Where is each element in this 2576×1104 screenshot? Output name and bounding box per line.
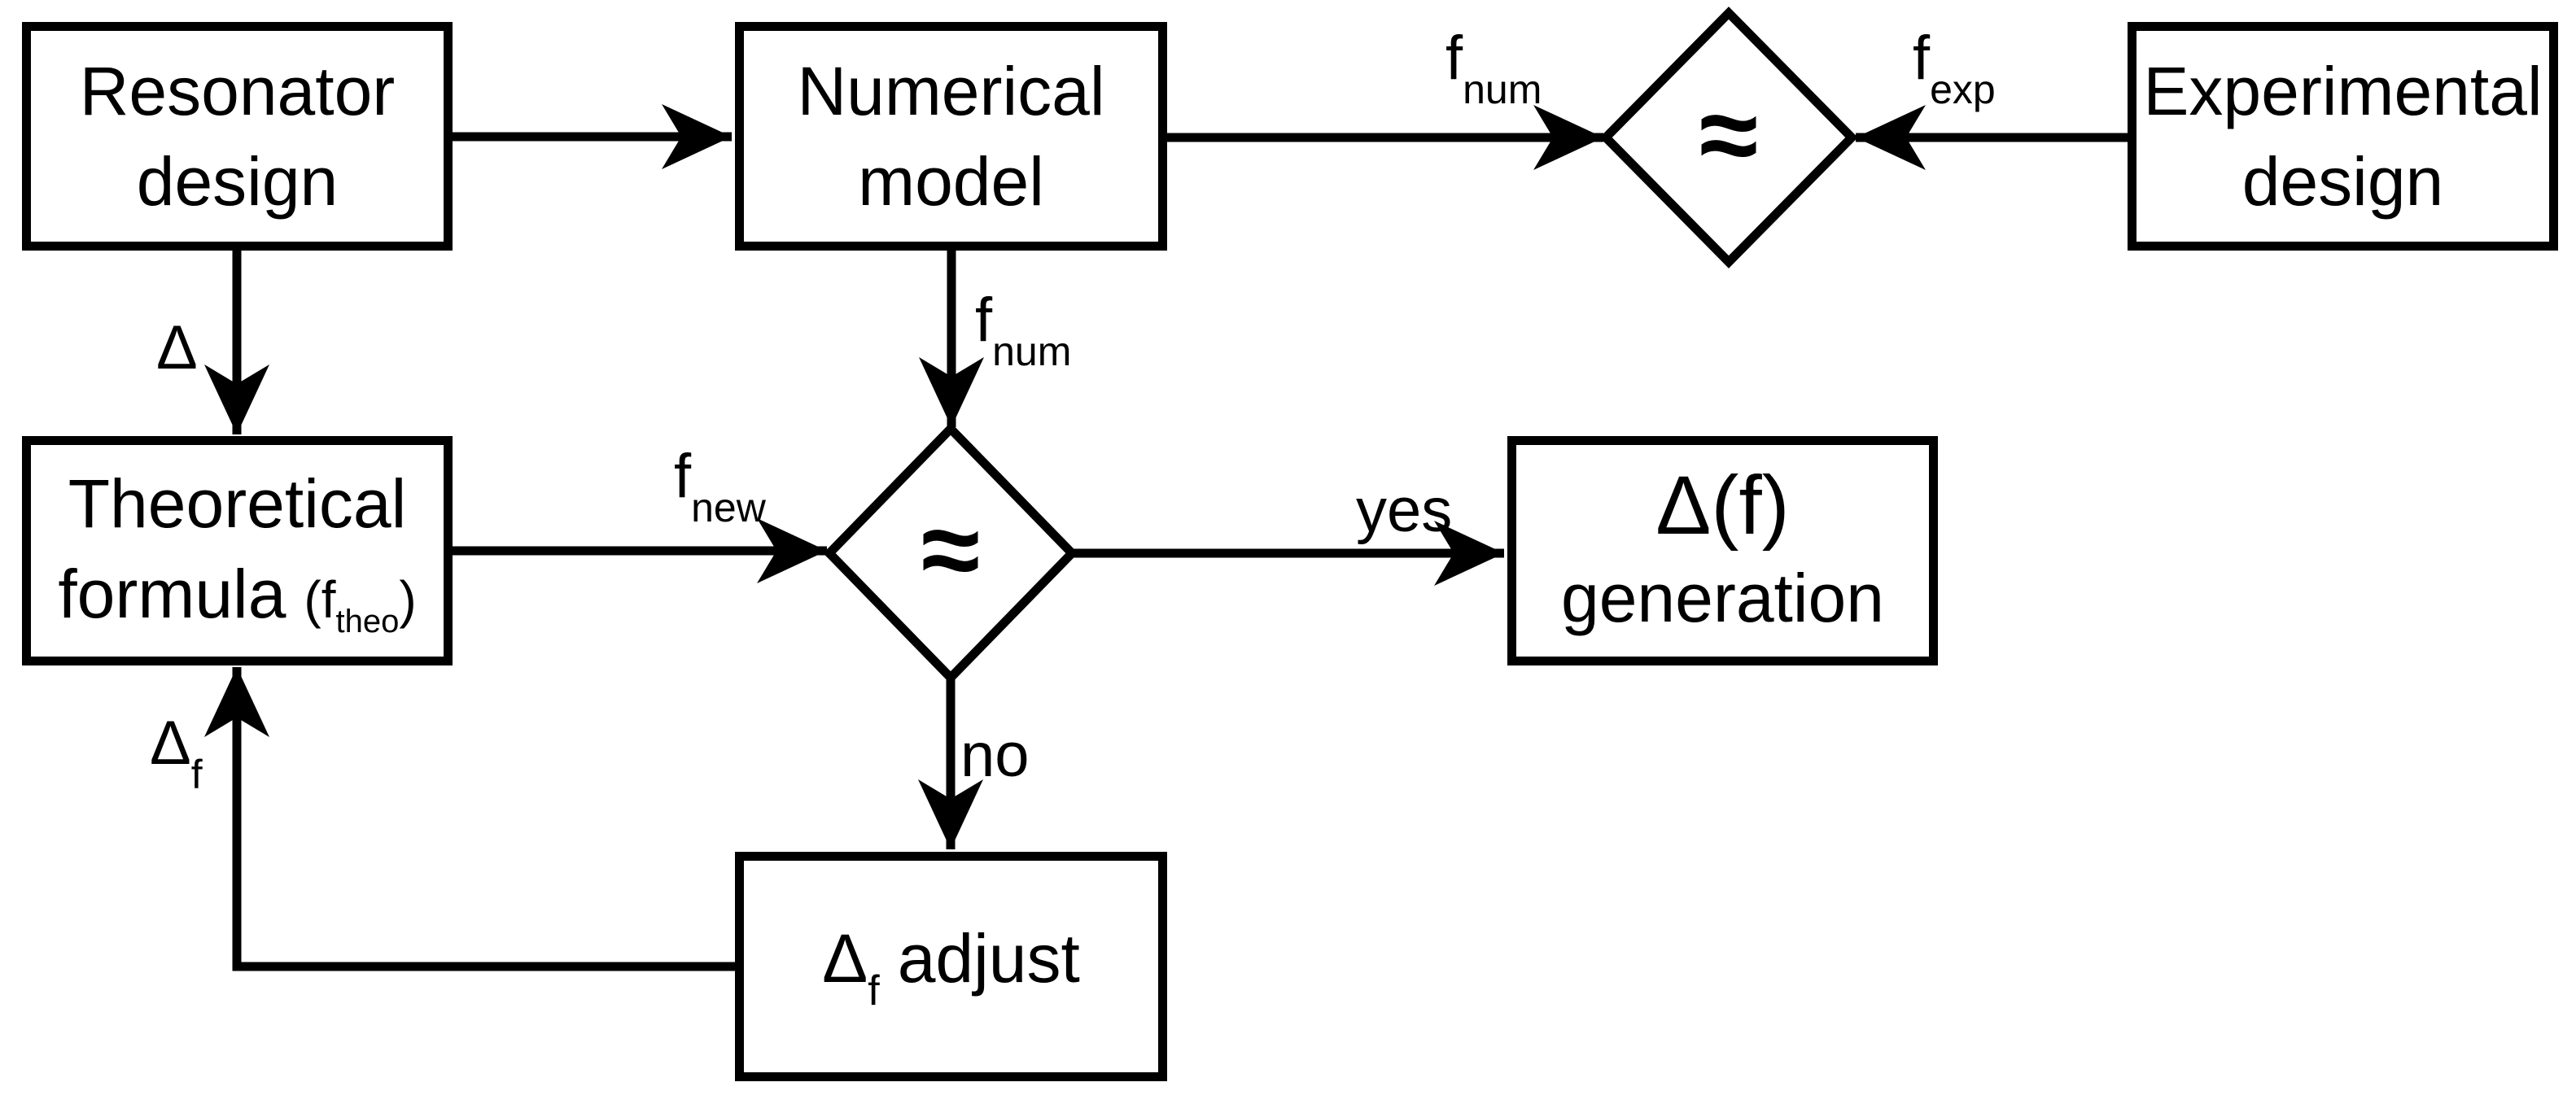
decision-diamond-new-vs-num bbox=[823, 422, 1078, 684]
approx-symbol-num-vs-exp: ≈ bbox=[1699, 74, 1759, 194]
f-exp-sub: exp bbox=[1930, 67, 1996, 112]
edge-label-delta: Δ bbox=[156, 313, 198, 382]
ftheo-paren-open: (f bbox=[304, 569, 336, 629]
edge-label-no: no bbox=[960, 721, 1030, 790]
node-resonator-line2: design bbox=[136, 142, 339, 220]
f-new-sub: new bbox=[691, 485, 766, 530]
edge-adjust-feedback-to-theoretical bbox=[204, 667, 735, 971]
delta-f-sub: f bbox=[190, 752, 203, 797]
node-numerical-model: Numerical model bbox=[735, 22, 1167, 251]
f-exp-base: f bbox=[1913, 24, 1931, 93]
ftheo-subscript: theo bbox=[335, 603, 400, 639]
node-resonator-line1: Resonator bbox=[79, 52, 396, 129]
edge-label-f-exp: fexp bbox=[1913, 28, 1996, 112]
node-resonator-design: Resonator design bbox=[22, 22, 453, 251]
node-theoretical-line1: Theoretical bbox=[68, 465, 407, 542]
node-generation-line1: Δ(f) bbox=[1655, 458, 1790, 552]
node-adjust-word: adjust bbox=[897, 920, 1080, 997]
edge-label-f-num-mid: fnum bbox=[975, 290, 1072, 374]
node-generation-line2: generation bbox=[1561, 560, 1884, 637]
delta-f-base: Δ bbox=[150, 709, 191, 778]
node-delta-f-generation: Δ(f) generation bbox=[1507, 436, 1938, 665]
node-numerical-line2: model bbox=[858, 142, 1044, 220]
edge-label-yes: yes bbox=[1356, 476, 1453, 545]
node-theoretical-formula: Theoretical formula (ftheo) bbox=[22, 436, 453, 665]
f-new-base: f bbox=[674, 442, 692, 511]
node-adjust-delta: Δ bbox=[822, 920, 868, 997]
edge-label-delta-f: Δf bbox=[150, 713, 203, 797]
ftheo-paren-close: ) bbox=[399, 569, 417, 629]
node-numerical-line1: Numerical bbox=[797, 52, 1105, 129]
f-num-top-base: f bbox=[1445, 24, 1463, 93]
node-theoretical-word: formula bbox=[58, 555, 286, 632]
f-num-mid-sub: num bbox=[992, 329, 1072, 374]
node-experimental-line2: design bbox=[2241, 142, 2444, 220]
node-adjust-subscript: f bbox=[868, 967, 880, 1015]
node-experimental-line1: Experimental bbox=[2143, 52, 2543, 129]
approx-symbol-new-vs-num: ≈ bbox=[921, 489, 981, 609]
node-theoretical-line2: formula (ftheo) bbox=[58, 549, 416, 644]
node-experimental-design: Experimental design bbox=[2128, 22, 2558, 251]
f-num-mid-base: f bbox=[975, 286, 993, 355]
edge-label-f-new: fnew bbox=[674, 446, 766, 530]
edge-label-f-num-top: fnum bbox=[1445, 28, 1542, 112]
decision-diamond-num-vs-exp bbox=[1599, 7, 1858, 268]
f-num-top-sub: num bbox=[1463, 67, 1542, 112]
